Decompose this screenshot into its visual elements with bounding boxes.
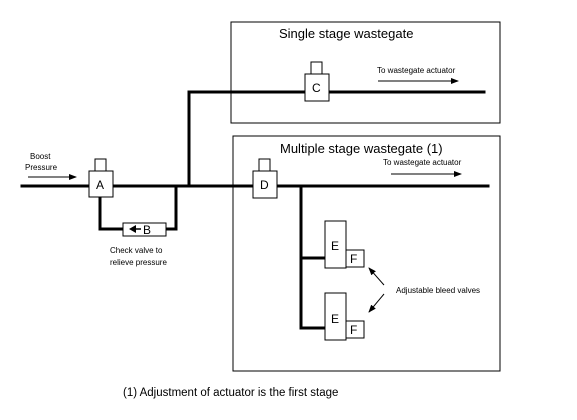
single-stage-title: Single stage wastegate: [279, 26, 413, 41]
check-valve-label-line2: relieve pressure: [110, 258, 167, 267]
component-a-cap: [94, 158, 107, 172]
component-c-cap: [310, 61, 323, 75]
check-valve-loop-pipe: [98, 195, 125, 231]
component-d-label: D: [260, 178, 269, 192]
component-f-upper-body: [345, 249, 365, 268]
multiple-stage-box: [232, 135, 501, 372]
single-actuator-label: To wastegate actuator: [377, 66, 456, 75]
component-a-body: [88, 170, 114, 198]
component-f-lower-label: F: [350, 323, 357, 337]
component-a: A: [88, 158, 114, 198]
component-e-lower-body: [324, 292, 347, 341]
check-valve-arrow-icon: [129, 225, 136, 233]
multiple-actuator-label: To wastegate actuator: [383, 158, 462, 167]
component-e-upper-label: E: [331, 239, 339, 253]
bleed-valve-pipe: [299, 184, 327, 330]
component-c-body: [304, 73, 330, 102]
component-f-upper-label: F: [350, 252, 357, 266]
component-c: C: [304, 61, 330, 102]
single-stage-box: [230, 21, 501, 124]
bleed-valve-lower: E F: [324, 292, 365, 341]
bleed-valves-label: Adjustable bleed valves: [396, 286, 480, 295]
bleed-valve-upper: E F: [324, 220, 365, 269]
bleed-arrow-upper-icon: [368, 267, 385, 286]
component-c-label: C: [312, 81, 321, 95]
boost-label-line1: Boost: [30, 152, 51, 161]
check-valve-label-line1: Check valve to: [110, 246, 163, 255]
pipes: [20, 90, 490, 330]
component-e-lower-label: E: [331, 312, 339, 326]
single-stage-pipe: [187, 90, 307, 188]
component-b: B: [122, 222, 167, 237]
bleed-arrow-lower-icon: [368, 293, 385, 313]
component-d-body: [252, 170, 278, 199]
component-e-upper-body: [324, 220, 347, 269]
component-b-label: B: [143, 223, 151, 237]
check-valve-return-pipe: [164, 184, 178, 231]
footnote: (1) Adjustment of actuator is the first …: [123, 387, 338, 399]
component-f-lower-body: [345, 320, 365, 339]
flow-arrows: [28, 78, 462, 313]
boost-label-line2: Pressure: [25, 163, 58, 172]
component-b-body: [122, 222, 167, 237]
component-d: D: [252, 158, 278, 199]
multiple-stage-title: Multiple stage wastegate (1): [280, 141, 443, 156]
component-a-label: A: [96, 178, 104, 192]
component-d-cap: [258, 158, 271, 172]
